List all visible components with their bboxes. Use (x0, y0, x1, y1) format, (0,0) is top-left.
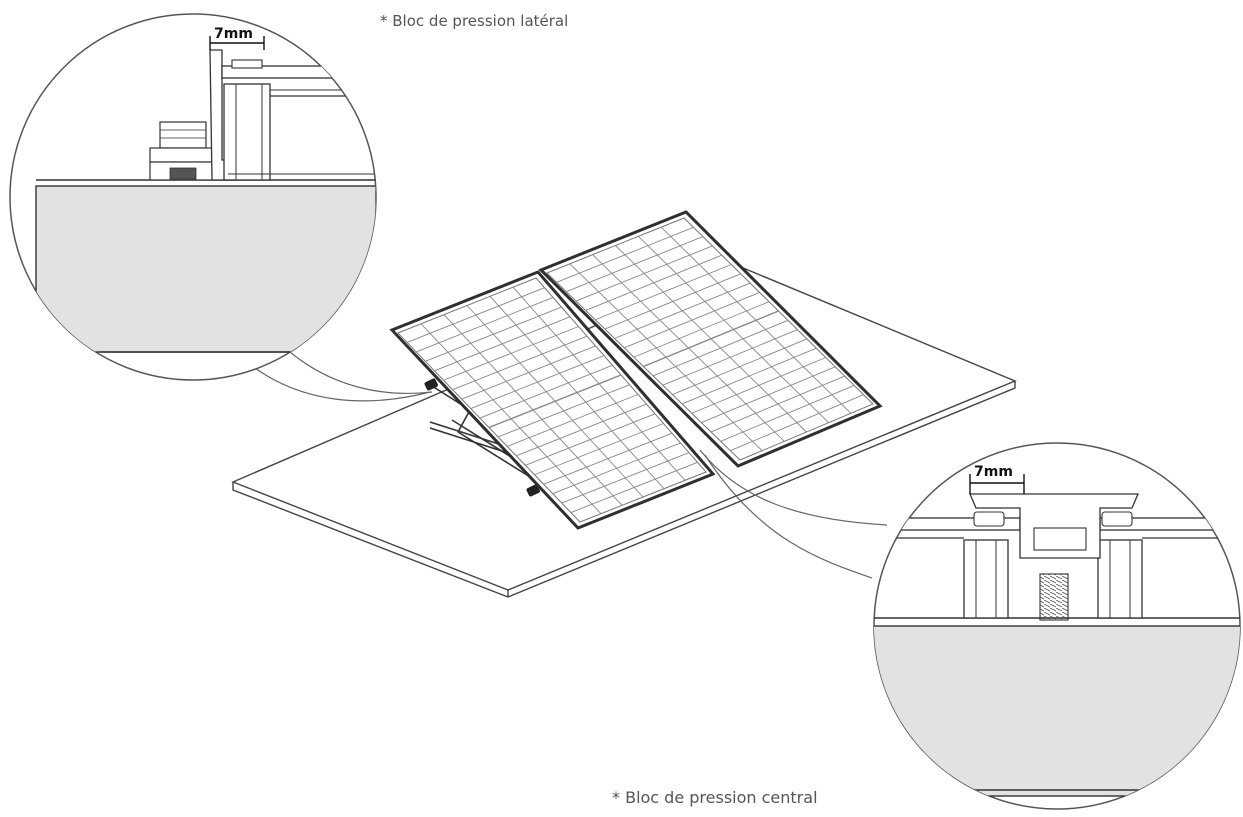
cell-row-line (443, 326, 579, 381)
cell-row-line (470, 355, 605, 410)
rail-end-caps (424, 378, 540, 497)
cell-row-line (534, 423, 664, 476)
solar-panel-right (538, 210, 883, 468)
cell-row-line (652, 319, 789, 377)
side-gap-dimension-label: 7mm (214, 26, 253, 42)
cell-row-line (720, 384, 855, 442)
side-clamp-caption: * Bloc de pression latéral (380, 12, 569, 30)
cell-row-line (604, 273, 741, 330)
cell-row-line (643, 310, 779, 368)
cell-row-line (479, 364, 613, 419)
cell-row-line (488, 374, 622, 429)
cell-row-line (556, 226, 694, 283)
cell-row-line (710, 375, 845, 433)
cell-row-line (416, 296, 554, 353)
cell-row-line (585, 254, 722, 311)
cell-row-line (691, 357, 826, 414)
solar-panel-left (389, 270, 716, 530)
cell-row-line (624, 291, 760, 349)
cell-row-line (516, 403, 647, 457)
cell-row-line (561, 452, 690, 504)
cell-row-line (543, 432, 673, 485)
side-clamp-detail: 7mm (9, 13, 377, 381)
center-clamp-caption: * Bloc de pression central (612, 788, 818, 807)
cell-row-line (406, 287, 545, 343)
cell-row-line (566, 236, 704, 293)
cell-row-line (507, 393, 639, 447)
cell-row-line (672, 338, 808, 395)
cell-row-line (701, 366, 836, 424)
cell-row-line (595, 264, 732, 321)
cell-row-line (614, 282, 751, 339)
cell-row-line (681, 347, 817, 405)
center-clamp-detail: 7mm (873, 442, 1241, 810)
cell-row-line (662, 329, 798, 386)
cell-row-line (633, 301, 770, 358)
cell-row-line (461, 345, 596, 400)
cell-row-line (497, 384, 630, 438)
center-gap-dimension-label: 7mm (974, 464, 1013, 480)
cell-row-line (730, 394, 864, 452)
cell-row-line (452, 335, 588, 391)
cell-row-line (434, 316, 571, 372)
cell-row-line (525, 413, 656, 466)
cell-row-line (575, 245, 713, 302)
cell-row-line (552, 442, 681, 495)
cell-row-line (425, 306, 562, 362)
callout-leaders (254, 351, 888, 579)
cell-row-line (570, 461, 698, 513)
